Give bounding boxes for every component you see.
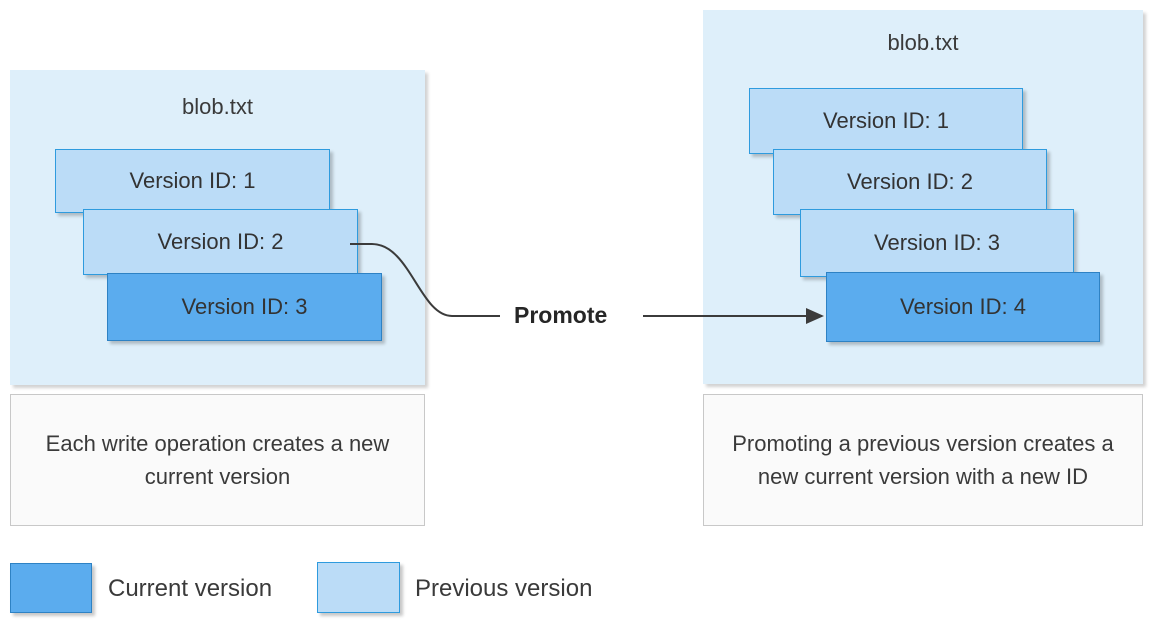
caption-right: Promoting a previous version creates a n… <box>703 394 1143 526</box>
blob-file-name-left: blob.txt <box>182 94 253 119</box>
version-card-left-2[interactable]: Version ID: 2 <box>83 209 358 275</box>
version-card-right-3[interactable]: Version ID: 3 <box>800 209 1074 277</box>
version-card-label: Version ID: 1 <box>129 168 256 193</box>
version-card-label: Version ID: 2 <box>157 229 284 254</box>
version-card-label: Version ID: 3 <box>181 294 308 319</box>
version-card-right-1[interactable]: Version ID: 1 <box>749 88 1023 154</box>
blob-panel-right: blob.txt Version ID: 1 Version ID: 2 Ver… <box>703 10 1143 384</box>
legend-label-current-version: Current version <box>108 575 273 602</box>
legend-label-previous-version: Previous version <box>415 575 593 602</box>
version-card-right-4[interactable]: Version ID: 4 <box>826 272 1100 342</box>
caption-right-text: Promoting a previous version creates a n… <box>732 431 1114 489</box>
legend-swatch-previous-version <box>317 562 400 613</box>
version-card-right-2[interactable]: Version ID: 2 <box>773 149 1047 215</box>
legend-swatch-current-version <box>10 563 92 613</box>
version-card-left-3[interactable]: Version ID: 3 <box>107 273 382 341</box>
version-card-label: Version ID: 4 <box>900 294 1026 319</box>
version-card-label: Version ID: 3 <box>874 230 1000 255</box>
version-card-left-1[interactable]: Version ID: 1 <box>55 149 330 213</box>
version-card-label: Version ID: 2 <box>847 169 973 194</box>
blob-panel-left: blob.txt Version ID: 1 Version ID: 2 Ver… <box>10 70 425 385</box>
version-card-label: Version ID: 1 <box>823 108 949 133</box>
blob-file-name-right: blob.txt <box>887 30 959 55</box>
caption-left: Each write operation creates a new curre… <box>10 394 425 526</box>
caption-left-text: Each write operation creates a new curre… <box>45 431 390 489</box>
promote-label: Promote <box>514 302 608 328</box>
